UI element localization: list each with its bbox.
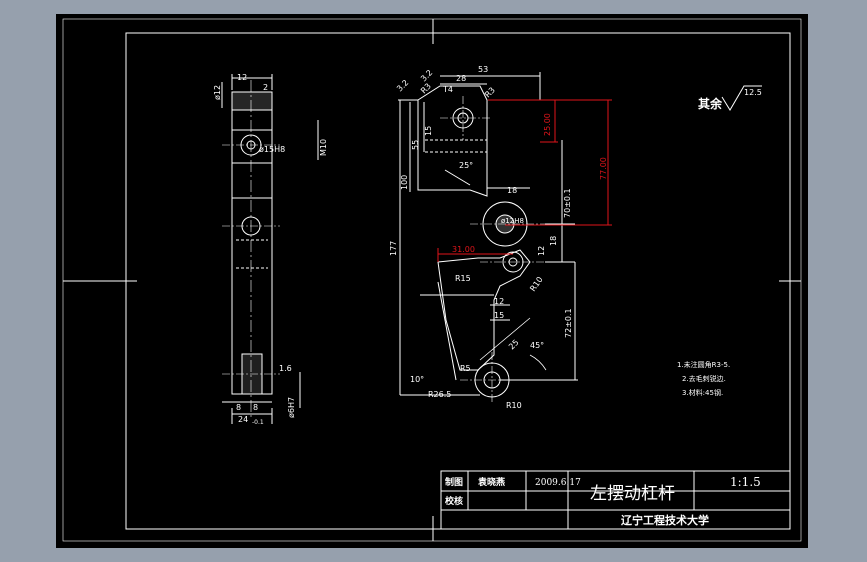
dim-side-thread: M10 bbox=[319, 139, 328, 156]
title-institution: 辽宁工程技术大学 bbox=[621, 513, 709, 527]
dim-front-h100: 100 bbox=[400, 175, 409, 190]
note-3: 3.材料:45钢. bbox=[682, 388, 723, 397]
dim-front-angle-25: 25° bbox=[459, 161, 473, 170]
red-dimensions bbox=[437, 99, 612, 262]
dim-front-bore-12h8: ø12H8 bbox=[501, 217, 524, 225]
surface-finish-value: 12.5 bbox=[744, 88, 762, 97]
dim-front-w18: 18 bbox=[507, 186, 517, 195]
dim-side-width-24: 24 bbox=[238, 415, 248, 424]
side-view bbox=[221, 74, 319, 424]
title-part-name: 左摆动杠杆 bbox=[590, 484, 675, 504]
title-checked-label: 校核 bbox=[445, 495, 463, 507]
title-date: 2009.6.17 bbox=[535, 478, 581, 488]
dim-side-diameter-12: ø12 bbox=[213, 85, 222, 100]
dim-front-r26-5: R26.5 bbox=[428, 390, 451, 399]
dim-side-bore: ø15H8 bbox=[259, 145, 285, 154]
dim-side-top-offset: 2 bbox=[263, 83, 268, 92]
dim-front-angle-10: 10° bbox=[410, 375, 424, 384]
dim-front-t4: T4 bbox=[442, 85, 453, 94]
dim-front-w12: 12 bbox=[494, 297, 504, 306]
dim-front-r10-lower: R10 bbox=[506, 401, 522, 410]
dim-front-h177: 177 bbox=[389, 241, 398, 256]
dim-side-chamfer: 1.6 bbox=[279, 364, 292, 373]
dim-front-width-28: 28 bbox=[456, 74, 466, 83]
dim-side-width-24-tol: -0.1 bbox=[252, 419, 264, 426]
dim-side-top-width: 12 bbox=[237, 73, 247, 82]
dim-front-h72: 72±0.1 bbox=[564, 308, 573, 338]
dim-front-r15: R15 bbox=[455, 274, 471, 283]
dim-front-width-53: 53 bbox=[478, 65, 488, 74]
dim-front-h70: 70±0.1 bbox=[563, 188, 572, 218]
surface-finish-label: 其余 bbox=[698, 96, 723, 111]
dim-red-w31: 31.00 bbox=[452, 245, 475, 254]
dim-side-pin-hole: ø6H7 bbox=[287, 397, 296, 418]
note-1: 1.未注圆角R3-5. bbox=[677, 360, 730, 369]
surface-finish-symbol bbox=[721, 85, 762, 111]
title-drawer: 袁晓燕 bbox=[477, 476, 505, 488]
dim-side-left-8: 8 bbox=[236, 403, 241, 412]
sheet-background bbox=[56, 14, 808, 548]
note-2: 2.去毛刺锐边. bbox=[682, 374, 726, 383]
title-scale: 1:1.5 bbox=[730, 475, 761, 489]
outer-frame bbox=[62, 18, 802, 542]
dim-side-right-8: 8 bbox=[253, 403, 258, 412]
dim-front-h55: 55 bbox=[411, 140, 420, 150]
dim-front-w15: 15 bbox=[494, 311, 504, 320]
dim-red-h25: 25.00 bbox=[543, 113, 552, 136]
dim-red-h77: 77.00 bbox=[599, 157, 608, 180]
title-block bbox=[440, 470, 791, 530]
dim-front-angle-45: 45° bbox=[530, 341, 544, 350]
title-drawn-label: 制图 bbox=[445, 476, 463, 488]
dim-front-r5: R5 bbox=[460, 364, 471, 373]
dim-front-v18: 18 bbox=[549, 236, 558, 246]
front-view bbox=[398, 72, 578, 404]
dim-front-h15: 15 bbox=[424, 126, 433, 136]
dim-front-v12: 12 bbox=[537, 246, 546, 256]
